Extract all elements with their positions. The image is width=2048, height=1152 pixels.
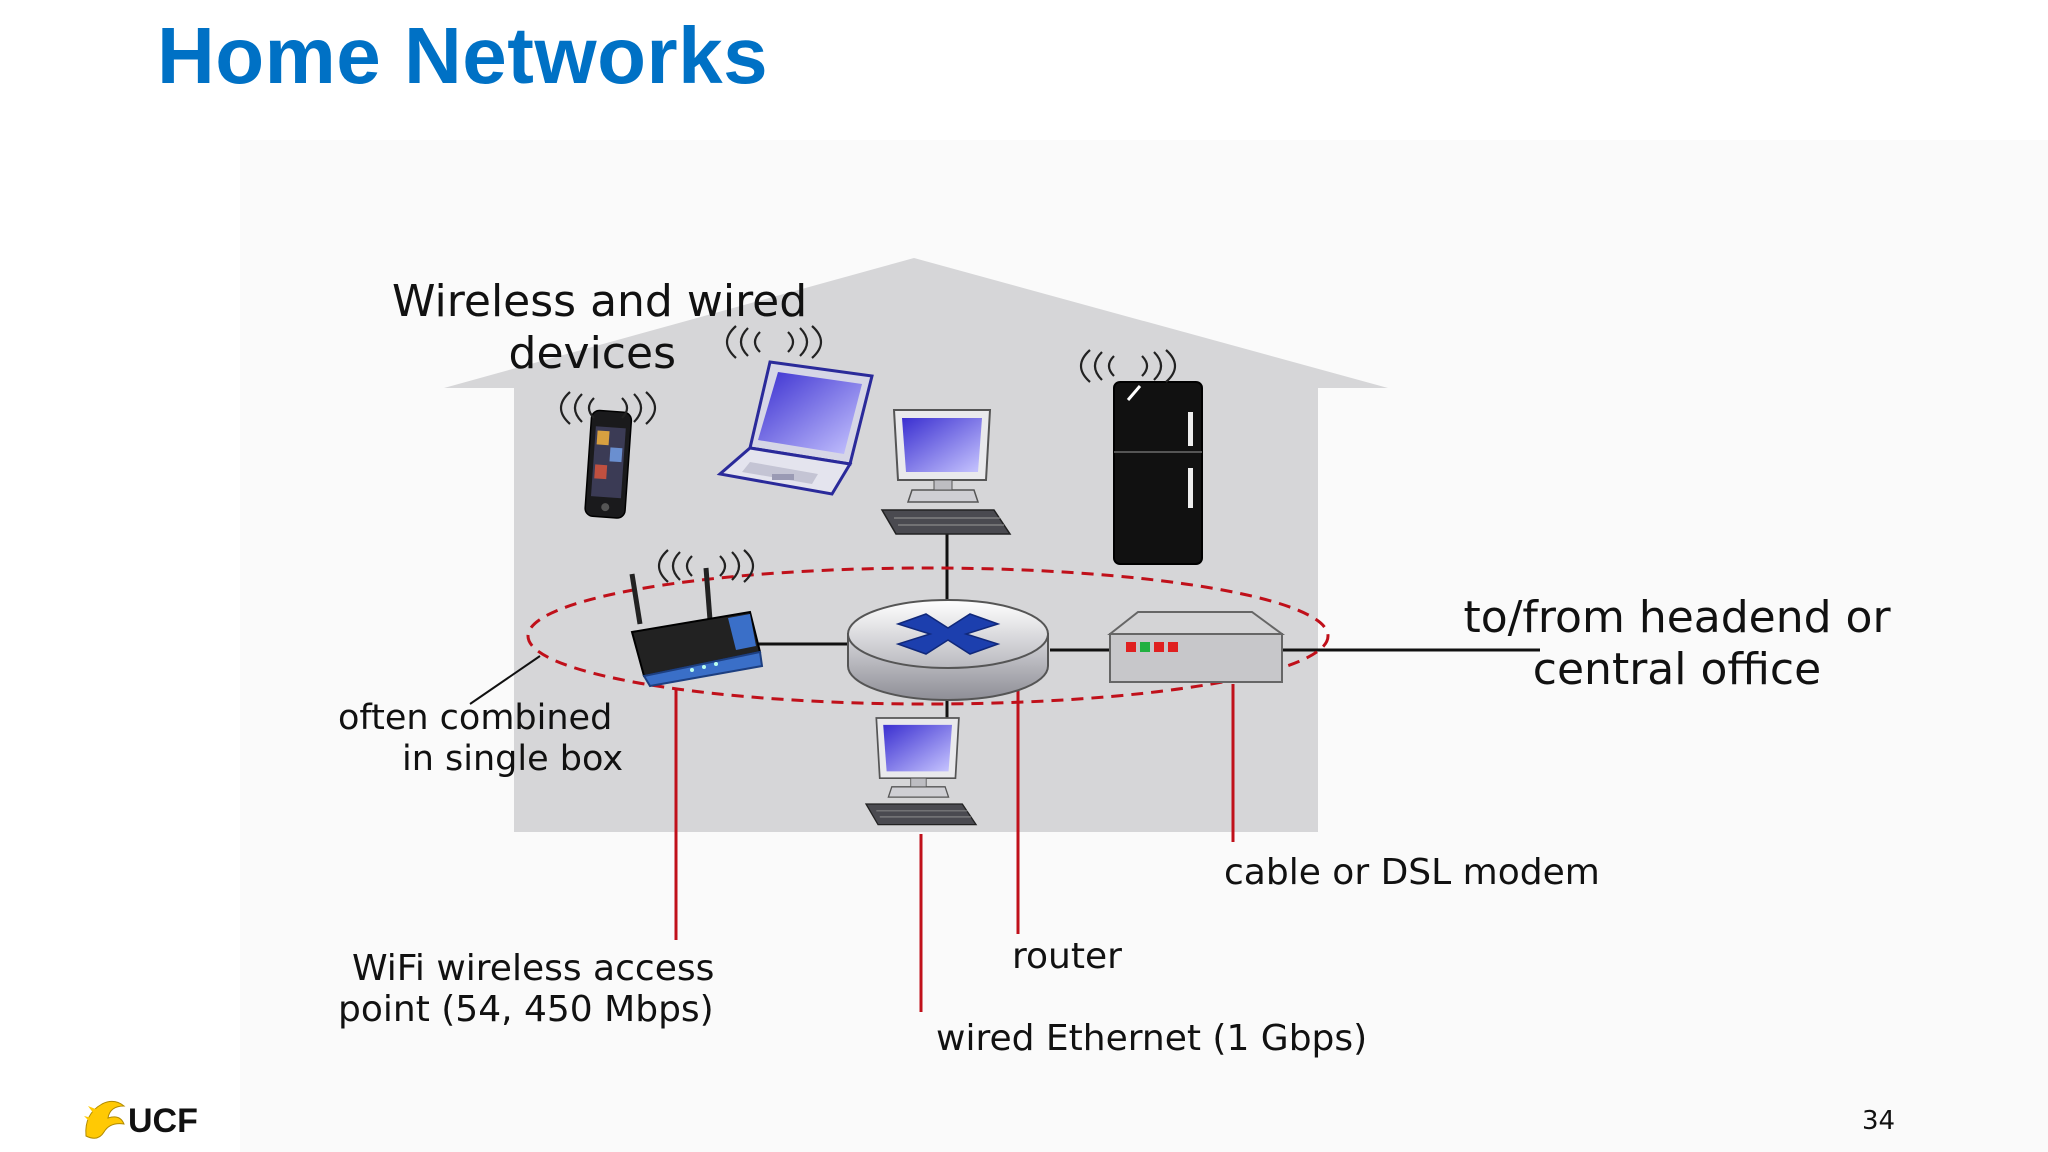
combined-label-line2: in single box <box>402 739 624 779</box>
refrigerator-icon <box>1113 381 1203 565</box>
laptop-icon <box>716 360 874 496</box>
wifi-router-icon <box>629 567 764 688</box>
headend-label: to/from headend or central office <box>1462 592 1892 696</box>
smartphone-icon <box>584 409 633 519</box>
wifi-label: WiFi wireless access point (54, 450 Mbps… <box>338 948 714 1030</box>
ucf-logo-text: UCF <box>128 1102 198 1140</box>
combined-box-ellipse <box>526 566 1330 706</box>
devices-label-line1: Wireless and wired <box>392 276 808 327</box>
wifi-label-line1: WiFi wireless access <box>352 948 715 989</box>
combined-label-line1: often combined <box>338 698 613 738</box>
ucf-pegasus-icon <box>84 1100 126 1139</box>
ucf-logo: UCF <box>80 1096 210 1146</box>
combined-pointer-line <box>469 655 541 705</box>
modem-label: cable or DSL modem <box>1224 852 1600 893</box>
cable-modem-icon <box>1107 611 1286 683</box>
devices-label: Wireless and wired devices <box>392 276 808 380</box>
headend-label-line1: to/from headend or <box>1463 592 1891 643</box>
page-number: 34 <box>1862 1106 1896 1136</box>
wifi-label-line2: point (54, 450 Mbps) <box>338 989 714 1030</box>
combined-label: often combined in single box <box>338 698 623 780</box>
devices-label-line2: devices <box>508 328 676 379</box>
slide-title: Home Networks <box>157 11 769 100</box>
router-icon <box>847 599 1049 701</box>
headend-label-line2: central office <box>1532 644 1822 695</box>
ethernet-label: wired Ethernet (1 Gbps) <box>936 1018 1368 1059</box>
router-label: router <box>1012 936 1122 977</box>
